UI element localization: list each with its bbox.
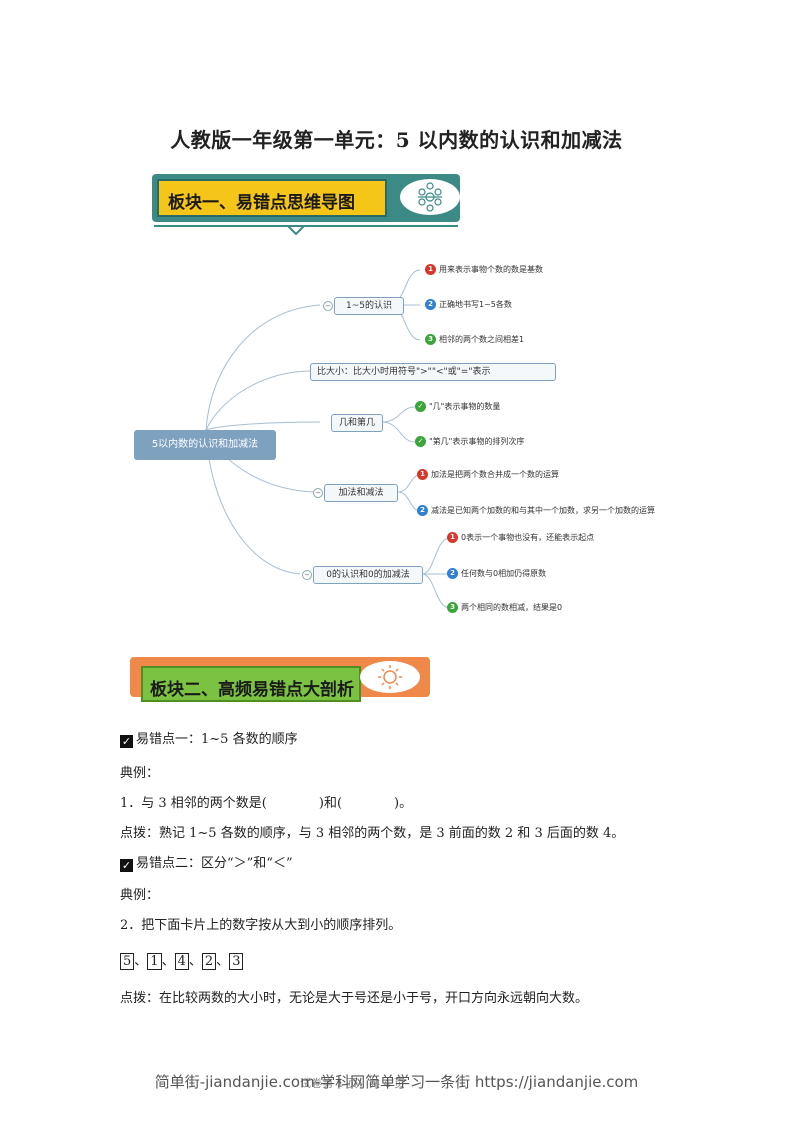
number-card: 3 [229, 953, 244, 970]
number-badge-icon: 3 [447, 602, 458, 613]
collapse-toggle[interactable]: − [313, 488, 323, 498]
number-badge-icon: 1 [417, 469, 428, 480]
question-2: 2．把下面卡片上的数字按从大到小的顺序排列。 [120, 918, 402, 933]
mind-map-root: 5以内数的认识和加减法 [134, 430, 276, 460]
error-point-1: ✓易错点一：1~5 各数的顺序 [120, 732, 298, 748]
number-badge-icon: 2 [417, 505, 428, 516]
page-title: 人教版一年级第一单元：5 以内数的认识和加减法 [170, 128, 623, 152]
checkbox-checked-icon: ✓ [120, 859, 133, 872]
number-badge-icon: 1 [425, 264, 436, 275]
branch-node-2: 比大小：比大小时用符号">""<"或"="表示 [310, 363, 556, 381]
banner-2-label: 板块二、高频易错点大剖析 [150, 680, 354, 700]
banner-1-graphic [152, 174, 460, 236]
check-icon: ✓ [415, 436, 426, 447]
example-label-2: 典例： [120, 888, 160, 903]
banner-1-label: 板块一、易错点思维导图 [168, 193, 355, 213]
page-number: 试卷第 1 页，共 4 页 [300, 1077, 405, 1090]
number-badge-icon: 3 [425, 334, 436, 345]
tip-2: 点拨：在比较两数的大小时，无论是大于号还是小于号，开口方向永远朝向大数。 [120, 991, 589, 1006]
leaf-3-2: ✓"第几"表示事物的排列次序 [415, 436, 524, 448]
section-banner-1: 板块一、易错点思维导图 [148, 170, 468, 236]
section-banner-2: 板块二、高频易错点大剖析 [128, 653, 434, 709]
branch-node-3: 几和第几 [331, 414, 383, 432]
number-badge-icon: 2 [447, 568, 458, 579]
number-badge-icon: 2 [425, 299, 436, 310]
number-card: 1 [147, 953, 162, 970]
number-card: 2 [201, 953, 217, 970]
watermark-footer: 简单街-jiandanjie.com-学科网简单学习一条街 https://ji… [154, 1073, 639, 1091]
check-icon: ✓ [415, 401, 426, 412]
example-label-1: 典例： [120, 766, 160, 781]
banner-2-graphic [130, 657, 430, 702]
error-point-2: ✓易错点二：区分“＞”和“＜” [120, 856, 293, 872]
collapse-toggle[interactable]: − [323, 301, 333, 311]
number-badge-icon: 1 [447, 532, 458, 543]
number-cards: 5、1、4、2、3 [120, 950, 244, 970]
leaf-3-1: ✓"几"表示事物的数量 [415, 401, 500, 413]
collapse-toggle[interactable]: − [302, 570, 312, 580]
branch-node-1: 1~5的认识 [334, 297, 404, 315]
tip-1: 点拨：熟记 1~5 各数的顺序，与 3 相邻的两个数，是 3 前面的数 2 和 … [120, 826, 625, 841]
number-card: 5 [120, 953, 135, 970]
question-1: 1．与 3 相邻的两个数是( )和( )。 [120, 796, 413, 811]
number-card: 4 [174, 953, 189, 970]
branch-node-5: 0的认识和0的加减法 [313, 566, 423, 584]
checkbox-checked-icon: ✓ [120, 735, 133, 748]
branch-node-4: 加法和减法 [324, 484, 398, 502]
